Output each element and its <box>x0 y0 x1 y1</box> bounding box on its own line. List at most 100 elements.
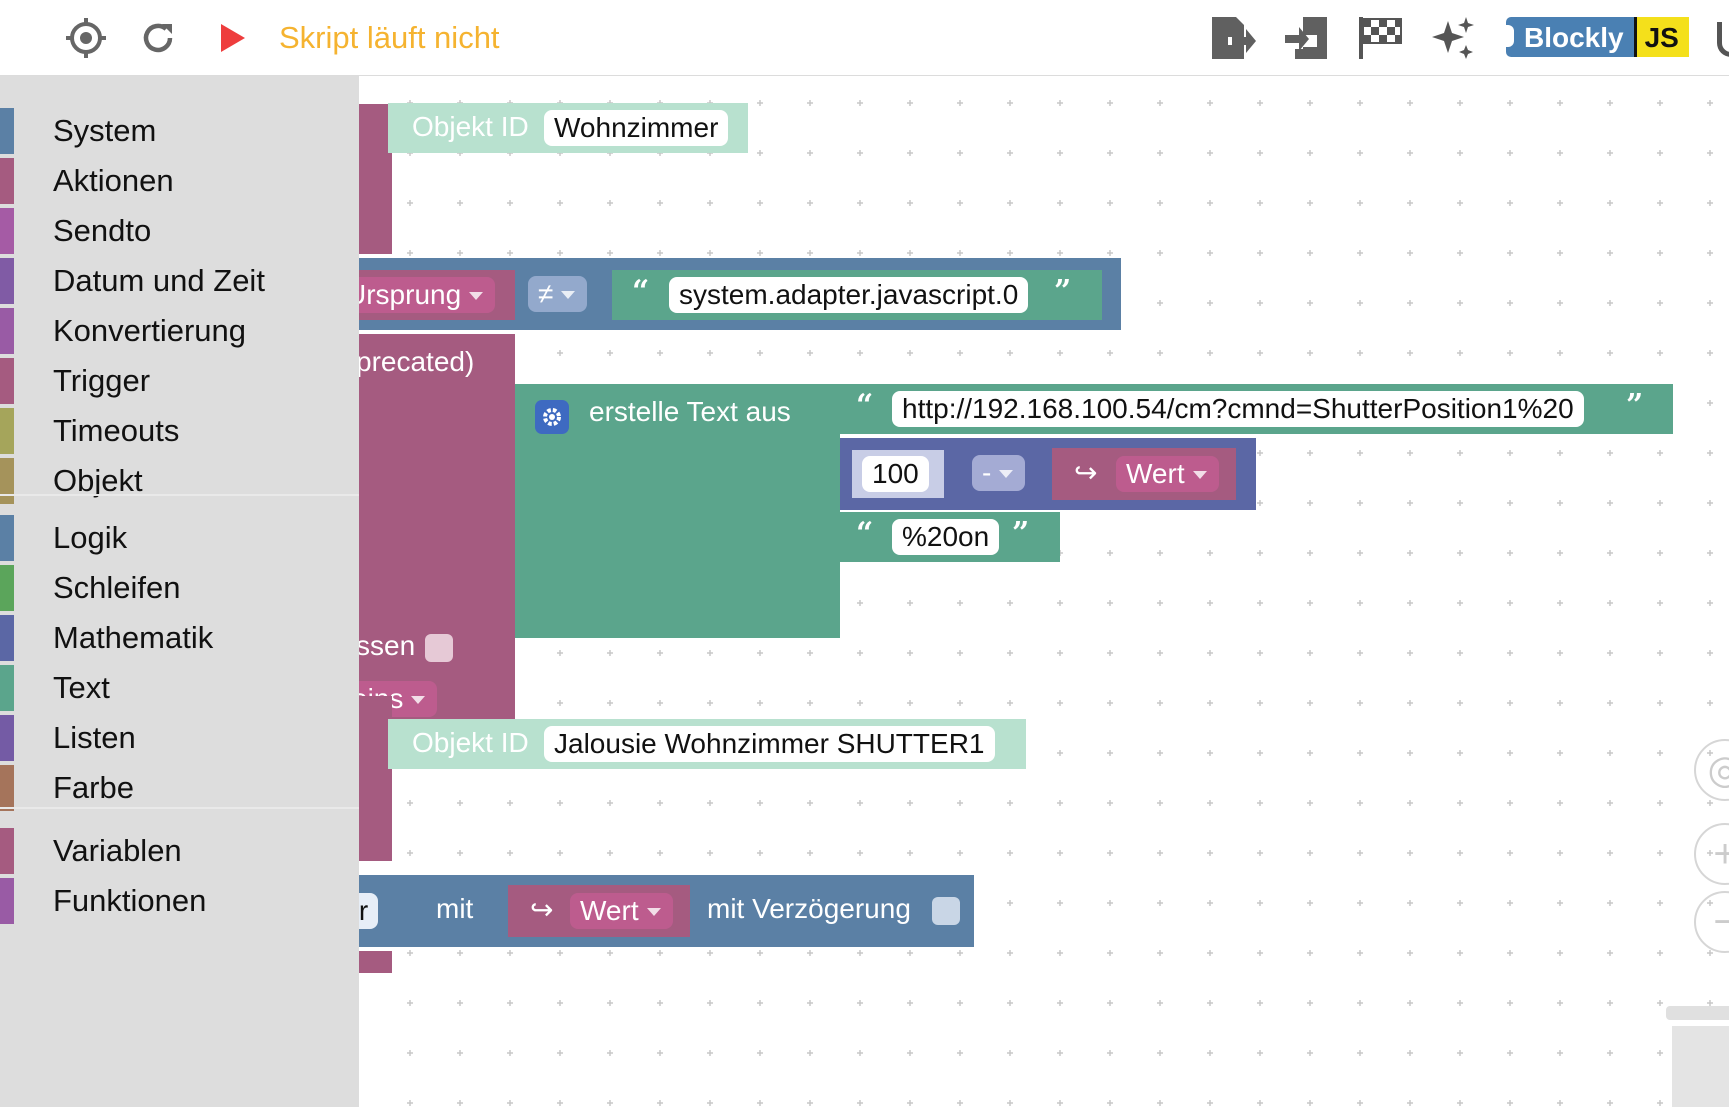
category-variablen[interactable]: Variablen <box>0 828 359 874</box>
category-color-bar <box>0 615 14 661</box>
checkered-flag-icon[interactable] <box>1356 14 1404 62</box>
object-id-block-1[interactable]: Objekt ID Wohnzimmer <box>388 103 748 153</box>
toolbar: Skript läuft nicht Blockly JS <box>0 0 1729 76</box>
delay-label: mit Verzögerung <box>707 893 911 924</box>
open-quote-icon: “ <box>856 388 874 423</box>
js-logo-text: JS <box>1633 17 1689 57</box>
export-icon[interactable] <box>1210 14 1258 62</box>
deprecated-label: precated) <box>356 346 475 377</box>
math-block[interactable]: 100 - ↪ Wert <box>840 438 1256 510</box>
source-block[interactable]: Ursprung <box>336 270 515 320</box>
object-id-label: Objekt ID <box>412 727 529 758</box>
category-color-bar <box>0 258 14 304</box>
open-quote-icon: “ <box>856 516 874 551</box>
import-icon[interactable] <box>1283 14 1331 62</box>
category-mathematik[interactable]: Mathematik <box>0 615 359 661</box>
category-label: Schleifen <box>53 570 181 605</box>
suffix-field[interactable]: %20on <box>892 519 1000 555</box>
close-quote-icon: ” <box>1054 274 1072 309</box>
category-separator <box>0 807 359 809</box>
category-aktionen[interactable]: Aktionen <box>0 158 359 204</box>
category-konvertierung[interactable]: Konvertierung <box>0 308 359 354</box>
category-label: System <box>53 113 157 148</box>
value-dropdown-1[interactable]: Wert <box>1116 456 1219 492</box>
object-id-field-1[interactable]: Wohnzimmer <box>544 110 729 146</box>
category-color-bar <box>0 565 14 611</box>
checkbox-1[interactable] <box>425 634 453 662</box>
value-dropdown-2[interactable]: Wert <box>570 893 673 929</box>
control-block[interactable]: mer mit ↪ Wert mit Verzögerung <box>310 875 974 947</box>
object-id-block-2[interactable]: Objekt ID Jalousie Wohnzimmer SHUTTER1 <box>388 719 1026 769</box>
target-icon[interactable] <box>62 14 110 62</box>
request-block[interactable]: precated) ssen eins <box>340 334 515 742</box>
close-quote-icon: ” <box>1012 516 1030 551</box>
category-text[interactable]: Text <box>0 665 359 711</box>
category-label: Aktionen <box>53 163 174 198</box>
source-dropdown[interactable]: Ursprung <box>336 277 496 313</box>
blockly-logo-text: Blockly <box>1506 17 1634 57</box>
url-string-block[interactable]: “ http://192.168.100.54/cm?cmnd=ShutterP… <box>840 384 1673 434</box>
text-join-label: erstelle Text aus <box>589 396 791 427</box>
category-label: Variablen <box>53 833 182 868</box>
value-variable-block-1[interactable]: ↪ Wert <box>1052 448 1236 500</box>
gear-icon[interactable] <box>535 400 569 434</box>
object-id-field-2[interactable]: Jalousie Wohnzimmer SHUTTER1 <box>544 726 995 762</box>
number-block[interactable]: 100 <box>852 450 944 498</box>
open-quote-icon: “ <box>632 274 650 309</box>
partial-edge-icon[interactable] <box>1717 22 1729 57</box>
category-color-bar <box>0 878 14 924</box>
arrow-icon: ↪ <box>530 894 554 925</box>
category-color-bar <box>0 715 14 761</box>
category-color-bar <box>0 108 14 154</box>
minus-dropdown[interactable]: - <box>972 455 1026 491</box>
category-color-bar <box>0 828 14 874</box>
category-color-bar <box>0 665 14 711</box>
blockly-js-logo[interactable]: Blockly JS <box>1506 17 1689 57</box>
string-field-1[interactable]: system.adapter.javascript.0 <box>669 277 1029 313</box>
ssen-label: ssen <box>356 630 416 661</box>
category-label: Logik <box>53 520 128 555</box>
script-status: Skript läuft nicht <box>279 20 500 55</box>
sparkles-icon[interactable] <box>1429 14 1477 62</box>
trash-icon[interactable] <box>1666 1006 1729 1107</box>
category-label: Sendto <box>53 213 152 248</box>
mit-label: mit <box>436 893 474 924</box>
close-quote-icon: ” <box>1626 388 1644 423</box>
delay-checkbox[interactable] <box>932 897 960 925</box>
category-label: Farbe <box>53 770 134 805</box>
category-sendto[interactable]: Sendto <box>0 208 359 254</box>
category-color-bar <box>0 308 14 354</box>
category-label: Konvertierung <box>53 313 247 348</box>
number-field[interactable]: 100 <box>862 456 929 492</box>
category-label: Trigger <box>53 363 151 398</box>
category-separator <box>0 494 359 496</box>
category-objekt[interactable]: Objekt <box>0 458 359 504</box>
category-label: Timeouts <box>53 413 180 448</box>
category-label: Funktionen <box>53 883 207 918</box>
string-block-1[interactable]: “ system.adapter.javascript.0 ” <box>612 270 1102 320</box>
category-color-bar <box>0 208 14 254</box>
category-logik[interactable]: Logik <box>0 515 359 561</box>
category-schleifen[interactable]: Schleifen <box>0 565 359 611</box>
text-join-block[interactable]: erstelle Text aus <box>515 384 840 638</box>
category-funktionen[interactable]: Funktionen <box>0 878 359 924</box>
value-variable-block-2[interactable]: ↪ Wert <box>508 885 690 937</box>
suffix-string-block[interactable]: “ %20on ” <box>840 512 1060 562</box>
category-datum-und-zeit[interactable]: Datum und Zeit <box>0 258 359 304</box>
category-color-bar <box>0 515 14 561</box>
refresh-icon[interactable] <box>134 14 182 62</box>
category-color-bar <box>0 765 14 811</box>
play-icon[interactable] <box>208 14 256 62</box>
category-label: Listen <box>53 720 136 755</box>
category-color-bar <box>0 158 14 204</box>
url-field[interactable]: http://192.168.100.54/cm?cmnd=ShutterPos… <box>892 391 1584 427</box>
category-farbe[interactable]: Farbe <box>0 765 359 811</box>
category-trigger[interactable]: Trigger <box>0 358 359 404</box>
operator-dropdown[interactable]: ≠ <box>528 276 588 312</box>
category-label: Objekt <box>53 463 143 498</box>
category-label: Datum und Zeit <box>53 263 265 298</box>
category-system[interactable]: System <box>0 108 359 154</box>
category-timeouts[interactable]: Timeouts <box>0 408 359 454</box>
category-listen[interactable]: Listen <box>0 715 359 761</box>
